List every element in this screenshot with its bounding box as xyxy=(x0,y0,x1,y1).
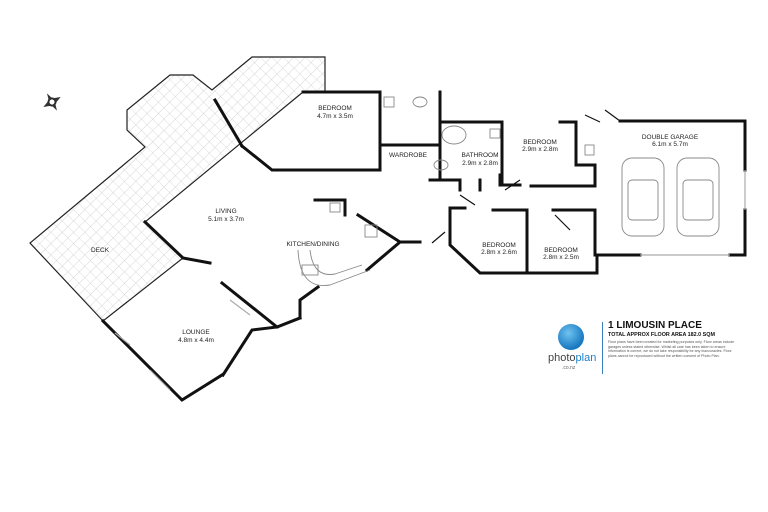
photoplan-logo-icon xyxy=(558,324,584,350)
bedroom4-size: 2.8m x 2.5m xyxy=(543,254,579,261)
bathroom-size: 2.9m x 2.8m xyxy=(462,160,498,167)
lounge-label: LOUNGE xyxy=(182,329,210,336)
property-title: 1 LIMOUSIN PLACE xyxy=(608,320,702,331)
living-size: 5.1m x 3.7m xyxy=(208,216,244,223)
bedroom1-size: 4.7m x 3.5m xyxy=(317,113,353,120)
wardrobe-label: WARDROBE xyxy=(389,152,428,159)
kitchen-sink-icon xyxy=(301,264,319,276)
toilet-icon xyxy=(433,159,449,171)
divider xyxy=(602,322,603,374)
deck-label: DECK xyxy=(91,247,110,254)
kitchen-label: KITCHEN/DINING xyxy=(286,241,339,248)
garage-label: DOUBLE GARAGE xyxy=(642,134,699,141)
car-icon xyxy=(621,157,665,237)
sink-icon xyxy=(489,128,501,139)
bedroom1-label: BEDROOM xyxy=(318,105,352,112)
sink-icon xyxy=(584,144,595,156)
lounge-size: 4.8m x 4.4m xyxy=(178,337,214,344)
doors-windows xyxy=(114,109,746,391)
car-icon xyxy=(676,157,720,237)
walls xyxy=(100,90,747,402)
disclaimer: Floor plans have been created for market… xyxy=(608,340,735,358)
stove-icon xyxy=(364,224,378,238)
bedroom2-size: 2.9m x 2.8m xyxy=(522,146,558,153)
deck xyxy=(29,56,326,322)
sink-icon xyxy=(383,96,395,108)
sink-icon xyxy=(329,202,341,213)
logo-text-a: photo xyxy=(548,352,576,364)
logo-text-b: plan xyxy=(575,352,597,364)
bedroom3-size: 2.8m x 2.6m xyxy=(481,249,517,256)
logo-text: photoplan xyxy=(548,352,596,364)
fixtures xyxy=(297,96,595,286)
bedroom4-label: BEDROOM xyxy=(544,247,578,254)
garage-size: 6.1m x 5.7m xyxy=(652,141,688,148)
brand-block: photoplan .co.nz 1 LIMOUSIN PLACE TOTAL … xyxy=(548,318,748,376)
living-label: LIVING xyxy=(215,208,236,215)
bedroom2-label: BEDROOM xyxy=(523,139,557,146)
logo-sub: .co.nz xyxy=(562,365,576,371)
floor-area: TOTAL APPROX FLOOR AREA 182.0 SQM xyxy=(608,332,715,338)
bathroom-label: BATHROOM xyxy=(461,152,498,159)
kitchen-counter xyxy=(297,249,371,286)
compass-rose-icon xyxy=(43,93,61,111)
bedroom3-label: BEDROOM xyxy=(482,242,516,249)
toilet-icon xyxy=(412,96,428,108)
bathtub-icon xyxy=(441,125,467,145)
